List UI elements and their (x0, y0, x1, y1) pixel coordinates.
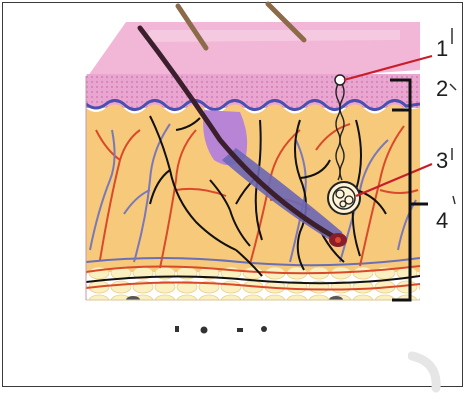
watermark-arc-icon (408, 348, 442, 394)
sweat-gland-coil (328, 182, 360, 214)
skin-top-highlight (145, 30, 400, 42)
label-4: 4 (436, 210, 448, 232)
label-1: 1 (436, 38, 448, 60)
label-2: 2 (436, 78, 448, 100)
bottom-marks (175, 326, 267, 334)
label-3: 3 (436, 150, 448, 172)
dermis-layer (86, 104, 420, 272)
